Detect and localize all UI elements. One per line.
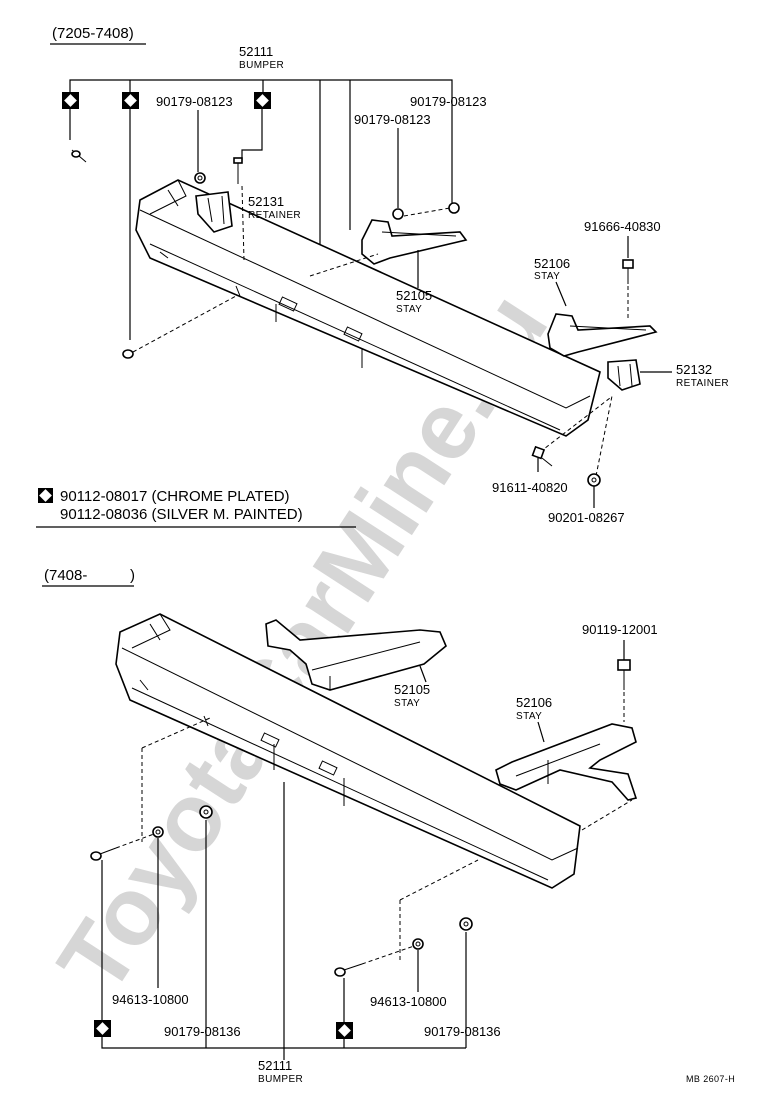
bolt-icon [233, 157, 243, 184]
top-bumper-part: 52111 [239, 44, 273, 59]
top-range-label: (7205-7408) [52, 25, 134, 42]
top-leader-bar [69, 79, 453, 205]
diamond-marker-1 [62, 92, 79, 109]
bolt-icon [90, 847, 117, 861]
stay-right-name: STAY [534, 271, 560, 282]
top-bolt-right-lower-label: 90179-08123 [354, 112, 431, 127]
bolt-icon [622, 259, 634, 284]
nut-icon [199, 805, 213, 819]
retainer-right-name: RETAINER [676, 378, 729, 389]
bottom-nut-left-label: 90179-08136 [164, 1024, 241, 1039]
diamond-marker-5 [336, 1022, 353, 1039]
stay-left-part: 52105 [396, 288, 432, 303]
diamond-marker-2 [122, 92, 139, 109]
diamond-marker-3 [254, 92, 271, 109]
bottom-stay-right-drawing [495, 723, 638, 801]
retainer-left-part: 52131 [248, 194, 284, 209]
washer-lower-label: 90201-08267 [548, 510, 625, 525]
top-bumper-part-drawing [135, 179, 601, 437]
diamond-marker-4 [94, 1020, 111, 1037]
legend-diamond [38, 488, 53, 503]
stay-right-part: 52106 [534, 256, 570, 271]
nut-icon [194, 172, 206, 184]
bottom-stay-left-name: STAY [394, 698, 420, 709]
bottom-range-label: (7408- [44, 567, 87, 584]
bolt-icon [334, 963, 363, 977]
stay-left-drawing [361, 219, 468, 265]
bottom-stay-left-part: 52105 [394, 682, 430, 697]
washer-icon [587, 473, 601, 487]
bottom-stay-left-drawing [265, 619, 447, 691]
bottom-range-close: ) [130, 567, 135, 584]
figure-code: MB 2607-H [686, 1074, 735, 1084]
retainer-left-name: RETAINER [248, 210, 301, 221]
bottom-washer-left-label: 94613-10800 [112, 992, 189, 1007]
nut-icon [459, 917, 473, 931]
bottom-nut-right-label: 90179-08136 [424, 1024, 501, 1039]
bottom-bolt-stay-label: 90119-12001 [582, 622, 658, 637]
retainer-left-drawing [195, 191, 233, 233]
bolt-icon [531, 445, 553, 467]
bottom-leader-bar [101, 1037, 466, 1049]
washer-icon [412, 938, 424, 950]
retainer-right-part: 52132 [676, 362, 712, 377]
bolt-icon [71, 149, 87, 163]
bottom-stay-right-part: 52106 [516, 695, 552, 710]
bottom-washer-right-label: 94613-10800 [370, 994, 447, 1009]
bottom-stay-right-name: STAY [516, 711, 542, 722]
bolt-lower-label: 91611-40820 [492, 480, 568, 495]
bottom-bumper-name: BUMPER [258, 1074, 303, 1085]
nut-icon [448, 202, 460, 214]
bottom-bumper-part: 52111 [258, 1058, 292, 1073]
stay-left-name: STAY [396, 304, 422, 315]
top-bolt-right-upper-label: 90179-08123 [410, 94, 487, 109]
top-bolt-left-label: 90179-08123 [156, 94, 233, 109]
stay-right-drawing [547, 313, 658, 357]
bolt-icon [122, 295, 237, 359]
retainer-right-drawing [607, 359, 641, 391]
legend-item-silver: 90112-08036 (SILVER M. PAINTED) [60, 506, 303, 523]
nut-icon [392, 208, 404, 220]
bolt-stay-label: 91666-40830 [584, 219, 661, 234]
bolt-icon [617, 659, 631, 690]
legend-item-chrome: 90112-08017 (CHROME PLATED) [60, 488, 290, 505]
bottom-bumper-drawing [115, 613, 581, 889]
washer-icon [152, 826, 164, 838]
top-bumper-name: BUMPER [239, 60, 284, 71]
